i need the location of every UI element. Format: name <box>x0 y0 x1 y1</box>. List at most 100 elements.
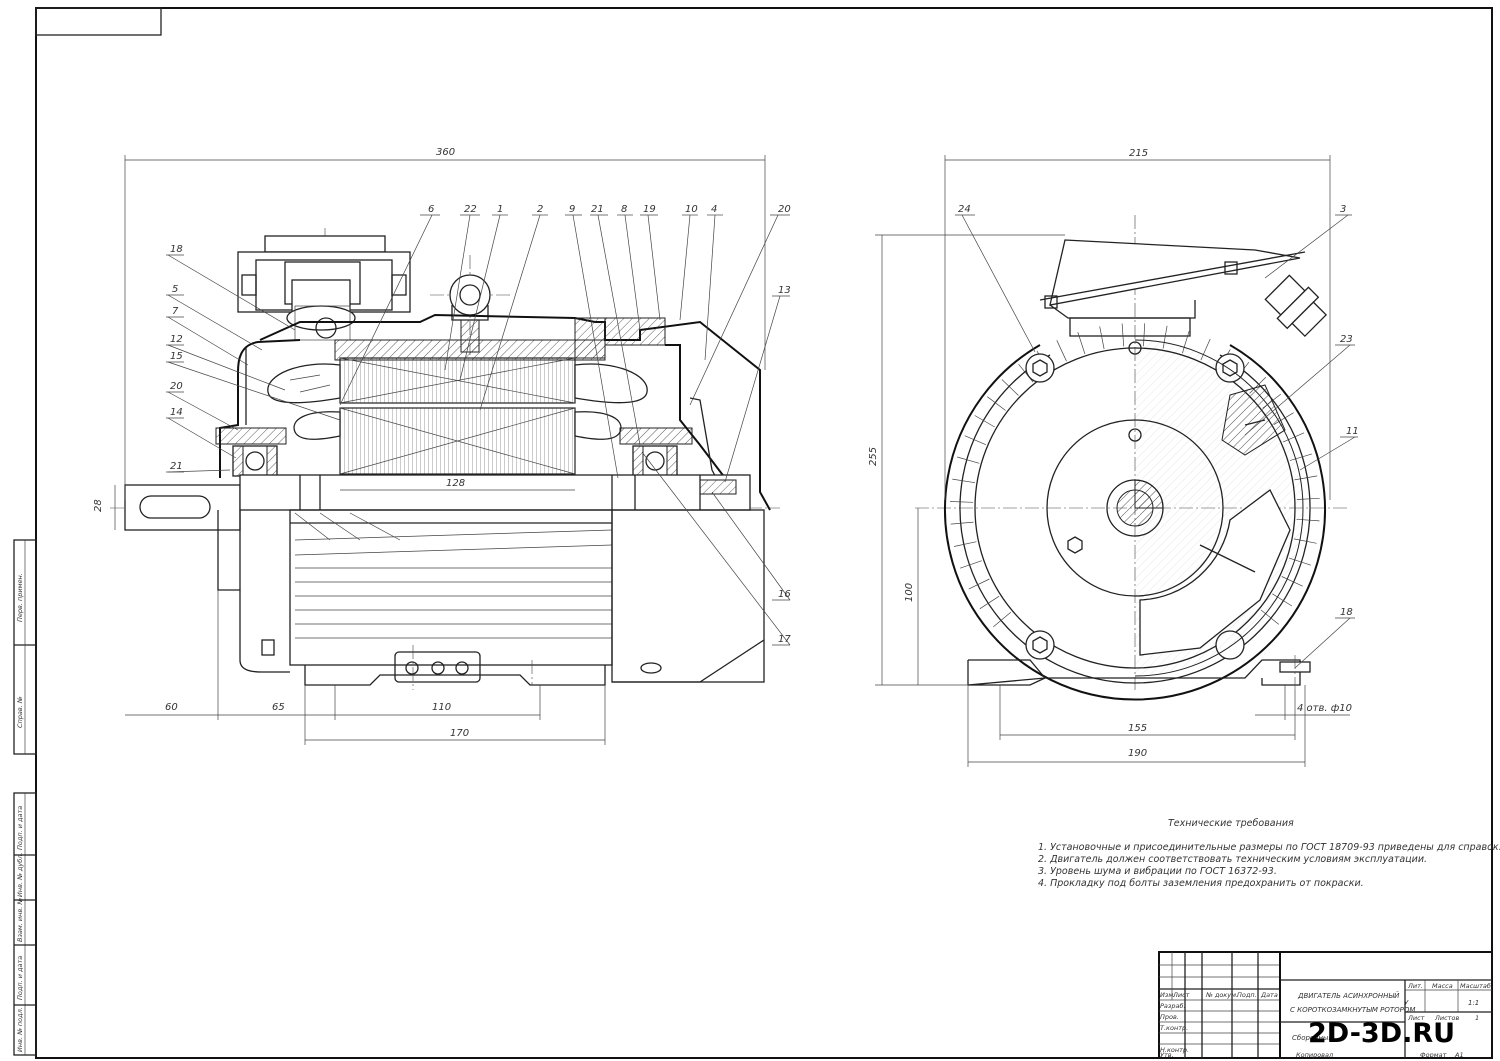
stator-core <box>339 357 576 475</box>
front-bearing-cap <box>215 427 287 445</box>
callout-21-left: 21 <box>170 461 183 472</box>
callout-2: 2 <box>537 204 543 215</box>
tb-name-line2: С КОРОТКОЗАМКНУТЫМ РОТОРОМ <box>1290 1006 1415 1014</box>
tb-format-label: Формат <box>1420 1051 1447 1059</box>
front-feet <box>967 655 1311 690</box>
mounting-foot <box>304 665 606 686</box>
tb-doc-no: № докум. <box>1205 991 1238 999</box>
dim-height: 255 <box>868 447 879 466</box>
stamp-dup-inv: Инв. № дубл. <box>16 853 24 897</box>
side-stamp: Перв. примен. Справ. № Подп. и дата Инв.… <box>13 539 37 1056</box>
sheet-frame: Перв. примен. Справ. № Подп. и дата Инв.… <box>13 7 1493 1059</box>
callout-6: 6 <box>428 204 434 215</box>
stamp-ref-no: Справ. № <box>16 696 24 728</box>
dim-flange-offset: 65 <box>272 702 285 713</box>
requirements-title: Технические требования <box>1168 818 1294 829</box>
callout-7: 7 <box>172 306 179 317</box>
end-windings <box>267 363 648 440</box>
terminal-box-front <box>1039 239 1328 338</box>
front-view: 215 255 100 155 190 4 отв. ф10 24 3 <box>868 148 1359 767</box>
requirement-3: 3. Уровень шума и вибрации по ГОСТ 16372… <box>1038 866 1277 877</box>
side-view: 360 128 28 60 65 110 170 6 22 <box>93 147 791 745</box>
stamp-sign-date-1: Подп. и дата <box>16 806 24 850</box>
callout-4: 4 <box>711 204 717 215</box>
requirement-4: 4. Прокладку под болты заземления предох… <box>1038 878 1364 889</box>
tb-scale-value: 1:1 <box>1468 999 1479 1007</box>
tb-sheets-label: Листов <box>1434 1014 1459 1022</box>
rear-bearing-cap <box>619 427 693 445</box>
requirement-1: 1. Установочные и присоединительные разм… <box>1038 842 1500 853</box>
tb-lit-header: Лит. <box>1407 982 1423 990</box>
tb-sheets-value: 1 <box>1475 1014 1479 1022</box>
tb-sheet-label: Лист <box>1407 1014 1425 1022</box>
stamp-orig-inv: Инв. № подл. <box>16 1007 24 1052</box>
tb-role-ncontrol: Н.контр. <box>1160 1046 1189 1054</box>
callout-13: 13 <box>778 285 791 296</box>
callout-3: 3 <box>1340 204 1346 215</box>
callout-22: 22 <box>464 204 477 215</box>
dim-foot-width: 190 <box>1128 748 1147 759</box>
tb-doc-type: Сборочный <box>1292 1034 1333 1042</box>
callout-20-left: 20 <box>170 381 183 392</box>
callout-21: 21 <box>591 204 604 215</box>
dim-stator-length: 128 <box>446 478 465 489</box>
tb-name-line1: ДВИГАТЕЛЬ АСИНХРОННЫЙ <box>1297 991 1400 1000</box>
housing-front <box>944 323 1326 701</box>
dim-foot-hole-width: 155 <box>1128 723 1147 734</box>
title-block: Изм. Лист № докум. Подп. Дата Разраб. Пр… <box>1158 951 1493 1059</box>
callout-1: 1 <box>497 204 503 215</box>
shaft <box>124 474 751 531</box>
callout-17: 17 <box>778 634 791 645</box>
cable-gland <box>1264 274 1328 338</box>
terminal-box <box>237 235 411 341</box>
callout-19: 19 <box>643 204 656 215</box>
callout-11: 11 <box>1346 426 1359 437</box>
tb-role-checker: Пров. <box>1160 1013 1179 1021</box>
tb-mass-header: Масса <box>1432 982 1453 990</box>
front-bearing <box>232 445 278 477</box>
callout-14: 14 <box>170 407 183 418</box>
housing-exterior <box>217 509 765 690</box>
callout-12: 12 <box>170 334 183 345</box>
tb-lit-value: У <box>1404 999 1409 1007</box>
callout-16: 16 <box>778 589 791 600</box>
callout-5: 5 <box>172 284 178 295</box>
cooling-fins <box>950 323 1320 628</box>
tb-date: Дата <box>1260 991 1278 999</box>
tb-role-tcontrol: Т.контр. <box>1160 1024 1188 1032</box>
dim-foot-length: 170 <box>450 728 469 739</box>
callout-10: 10 <box>685 204 698 215</box>
technical-requirements: Технические требования 1. Установочные и… <box>1038 818 1500 889</box>
side-dimensions: 360 128 28 60 65 110 170 <box>93 147 766 745</box>
callout-8: 8 <box>621 204 627 215</box>
callout-24: 24 <box>958 204 971 215</box>
callout-20-right: 20 <box>778 204 791 215</box>
dim-foot-holes: 4 отв. ф10 <box>1297 703 1352 714</box>
callout-18-front: 18 <box>1340 607 1353 618</box>
side-callouts: 6 22 1 2 9 21 8 19 10 4 20 13 16 <box>166 204 791 646</box>
tb-sign: Подп. <box>1237 991 1257 999</box>
callout-15: 15 <box>170 351 183 362</box>
stamp-replace-inv: Взам. инв. № <box>16 898 24 942</box>
tb-copied: Копировал <box>1296 1051 1333 1059</box>
stamp-sign-date-2: Подп. и дата <box>16 956 24 1000</box>
callout-9: 9 <box>569 204 575 215</box>
dim-axis-height: 100 <box>904 583 915 602</box>
tb-role-developer: Разраб. <box>1160 1002 1186 1010</box>
dim-length: 360 <box>436 147 455 158</box>
housing-wall <box>334 339 606 361</box>
requirement-2: 2. Двигатель должен соответствовать техн… <box>1038 854 1427 865</box>
tb-list: Лист <box>1172 991 1190 999</box>
watermark-text: 2D-3D.RU <box>1308 1018 1455 1049</box>
callout-23: 23 <box>1340 334 1353 345</box>
front-dimensions: 215 255 100 155 190 4 отв. ф10 <box>868 148 1352 767</box>
front-callouts: 24 3 23 11 18 <box>955 204 1359 669</box>
dim-shaft-diameter: 28 <box>93 499 104 512</box>
tb-role-approve: Утв. <box>1160 1051 1174 1059</box>
tb-scale-header: Масштаб <box>1460 982 1491 990</box>
tb-format-value: А1 <box>1454 1051 1464 1059</box>
dim-foot-hole-spacing: 110 <box>432 702 451 713</box>
tb-izm: Изм. <box>1160 991 1175 999</box>
watermark: 2D-3D.RU <box>1308 1018 1455 1049</box>
